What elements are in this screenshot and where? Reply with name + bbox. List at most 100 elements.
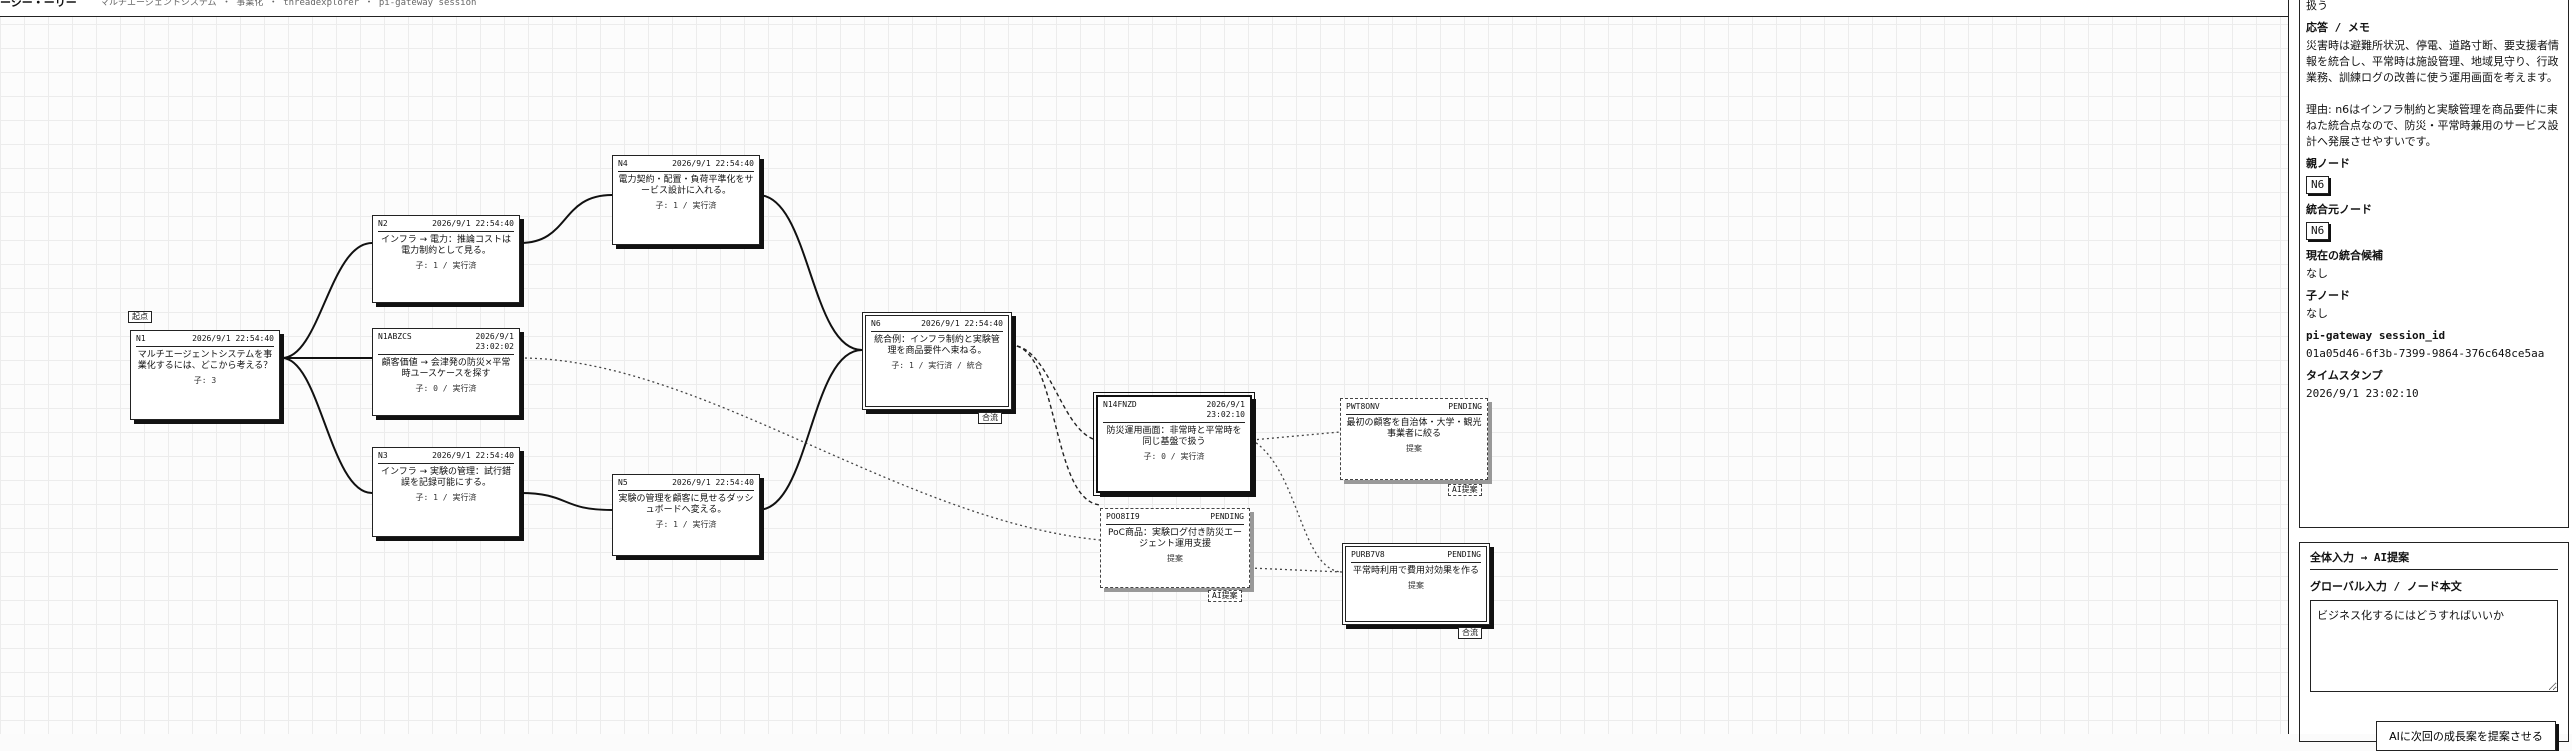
node-text: 統合例：インフラ制約と実験管理を商品要件へ束ねる。 (874, 335, 1000, 356)
node-id: PURB7V8 (1351, 550, 1385, 559)
node-id: N3 (378, 451, 388, 460)
node-text: インフラ → 電力：推論コストは電力制約として見る。 (381, 235, 511, 256)
node-text: 実験の管理を顧客に見せるダッシュボードへ変える。 (618, 494, 754, 515)
node-footer: 子: 1 / 実行済 (655, 201, 717, 210)
input-panel-title: 全体入力 → AI提案 (2310, 549, 2558, 570)
child-nodes-label: 子ノード (2306, 289, 2350, 302)
node-n5[interactable]: N5 2026/9/1 22:54:40 実験の管理を顧客に見せるダッシュボードへ… (612, 474, 760, 556)
node-text: PoC商品：実験ログ付き防災エージェント運用支援 (1108, 528, 1242, 549)
start-tag: 起点 (128, 311, 152, 323)
node-status: PENDING (1447, 550, 1481, 559)
node-text: 平常時利用で費用対効果を作る (1352, 566, 1479, 576)
session-id-value: 01a05d46-6f3b-7399-9864-376c648ce5aa (2306, 347, 2545, 360)
node-footer: 子: 1 / 実行済 (655, 520, 717, 529)
node-n3[interactable]: N3 2026/9/1 22:54:40 インフラ → 実験の管理：試行錯誤を記録… (372, 447, 520, 537)
node-text: 顧客価値 → 会津発の防災×平常時ユースケースを探す (381, 358, 511, 379)
node-n2[interactable]: N2 2026/9/1 22:54:40 インフラ → 電力：推論コストは電力制約… (372, 215, 520, 303)
node-id: N5 (618, 478, 628, 487)
node-footer: 子: 3 (193, 376, 217, 385)
node-id: N4 (618, 159, 628, 168)
node-timestamp: 2026/9/1 22:54:40 (672, 478, 754, 487)
node-n1abzcs[interactable]: N1ABZCS 2026/9/1 23:02:02 顧客価値 → 会津発の防災×平… (372, 328, 520, 416)
merge-candidates-label: 現在の統合候補 (2306, 249, 2383, 262)
node-footer: 子: 0 / 実行済 (415, 384, 477, 393)
global-input-label: グローバル入力 / ノード本文 (2310, 580, 2462, 593)
node-n14fnzd-selected[interactable]: N14FNZD 2026/9/1 23:02:10 防災運用画面：非常時と平常時を… (1093, 392, 1255, 496)
node-footer: 子: 1 / 実行済 (415, 261, 477, 270)
node-status: PENDING (1210, 512, 1244, 521)
sidebar: 扱う 応答 / メモ 災害時は避難所状況、停電、道路寸断、要支援者情報を統合し、… (2288, 0, 2572, 751)
node-id: N14FNZD (1103, 400, 1137, 409)
merge-source-chip[interactable]: N6 (2306, 222, 2330, 240)
edge-n5-n6 (757, 349, 863, 511)
edge-n2-n4 (519, 194, 613, 244)
edge-n4-n6 (757, 194, 863, 351)
reason-text: 理由: n6はインフラ制約と実験管理を商品要件に束ねた統合点なので、防災・平常時… (2306, 103, 2559, 148)
node-timestamp: 2026/9/1 22:54:40 (432, 451, 514, 460)
node-text: 電力契約・配置・負荷平準化をサービス設計に入れる。 (618, 175, 754, 196)
edge-n1-n2 (281, 242, 373, 359)
edge-n1-n3 (281, 357, 373, 494)
node-timestamp: 2026/9/1 22:54:40 (672, 159, 754, 168)
node-text: インフラ → 実験の管理：試行錯誤を記録可能にする。 (381, 467, 511, 488)
session-id-label: pi-gateway session_id (2306, 329, 2446, 342)
edge-n14-pur (1251, 439, 1343, 573)
node-id: N6 (871, 319, 881, 328)
global-input-panel: 全体入力 → AI提案 グローバル入力 / ノード本文 ビジネス化するにはどうす… (2299, 542, 2569, 751)
edge-n3-n5 (519, 492, 613, 511)
node-pwt8onv-proposal[interactable]: PWT8ONV PENDING 最初の顧客を自治体・大学・観光事業者に絞る 提案 (1340, 398, 1488, 480)
merge-tag: 合流 (1458, 627, 1482, 639)
timestamp-label: タイムスタンプ (2306, 369, 2383, 382)
breadcrumb: マルチエージェントシステム ・ 事業化 ・ threadexplorer ・ p… (100, 0, 477, 8)
node-id: N1ABZCS (378, 332, 412, 341)
node-status: PENDING (1448, 402, 1482, 411)
node-n4[interactable]: N4 2026/9/1 22:54:40 電力契約・配置・負荷平準化をサービス設計… (612, 155, 760, 245)
node-timestamp: 2026/9/1 22:54:40 (432, 219, 514, 228)
node-n6[interactable]: N6 2026/9/1 22:54:40 統合例：インフラ制約と実験管理を商品要件… (862, 312, 1012, 410)
edge-n6-n14 (1009, 344, 1097, 441)
node-footer: 子: 1 / 実行済 (415, 493, 477, 502)
memo-text: 災害時は避難所状況、停電、道路寸断、要支援者情報を統合し、平常時は施設管理、地域… (2306, 39, 2559, 84)
node-n1[interactable]: N1 2026/9/1 22:54:40 マルチエージェントシステムを事業化するに… (130, 330, 280, 420)
node-id: PWT8ONV (1346, 402, 1380, 411)
node-id: N2 (378, 219, 388, 228)
memo-label: 応答 / メモ (2306, 21, 2370, 34)
node-footer: 提案 (1408, 581, 1424, 590)
graph-canvas[interactable]: ーシー・ーリー マルチエージェントシステム ・ 事業化 ・ threadexpl… (0, 0, 2288, 734)
node-footer: 子: 1 / 実行済 / 統合 (891, 361, 983, 370)
node-id: N1 (136, 334, 146, 343)
propose-growth-button[interactable]: AIに次回の成長案を提案させる (2376, 721, 2556, 751)
edge-layer (281, 194, 1343, 573)
node-timestamp: 2026/9/1 22:54:40 (192, 334, 274, 343)
parent-node-label: 親ノード (2306, 157, 2350, 170)
global-input-textarea[interactable]: ビジネス化するにはどうすればいいか (2310, 600, 2558, 692)
parent-node-chip[interactable]: N6 (2306, 176, 2330, 194)
merge-source-label: 統合元ノード (2306, 203, 2372, 216)
node-detail-panel: 扱う 応答 / メモ 災害時は避難所状況、停電、道路寸断、要支援者情報を統合し、… (2299, 0, 2569, 528)
node-text: 防災運用画面：非常時と平常時を同じ基盤で扱う (1106, 426, 1242, 447)
merge-tag: 合流 (978, 412, 1002, 424)
node-footer: 提案 (1167, 554, 1183, 563)
node-footer: 提案 (1406, 444, 1422, 453)
timestamp-value: 2026/9/1 23:02:10 (2306, 387, 2419, 400)
ai-proposal-tag: AI提案 (1208, 590, 1242, 602)
node-text: 最初の顧客を自治体・大学・観光事業者に絞る (1346, 418, 1482, 439)
node-text: マルチエージェントシステムを事業化するには、どこから考える？ (137, 350, 273, 371)
merge-candidates-value: なし (2306, 267, 2328, 280)
node-purb7v8-proposal[interactable]: PURB7V8 PENDING 平常時利用で費用対効果を作る 提案 (1342, 543, 1490, 625)
ai-proposal-tag: AI提案 (1448, 484, 1482, 496)
node-timestamp: 2026/9/1 23:02:10 (1206, 400, 1245, 419)
top-bar: ーシー・ーリー マルチエージェントシステム ・ 事業化 ・ threadexpl… (0, 0, 2288, 17)
child-nodes-value: なし (2306, 307, 2328, 320)
edge-nab-poo (519, 357, 1101, 541)
edge-n14-pwt (1251, 431, 1341, 441)
node-timestamp: 2026/9/1 22:54:40 (921, 319, 1003, 328)
edge-poo-pur (1249, 567, 1343, 573)
node-id: POO8II9 (1106, 512, 1140, 521)
node-timestamp: 2026/9/1 23:02:02 (475, 332, 514, 351)
edge-n6-poo (1009, 344, 1101, 506)
detail-top-text: 扱う (2306, 0, 2328, 12)
app-title: ーシー・ーリー (0, 0, 77, 9)
node-footer: 子: 0 / 実行済 (1143, 452, 1205, 461)
